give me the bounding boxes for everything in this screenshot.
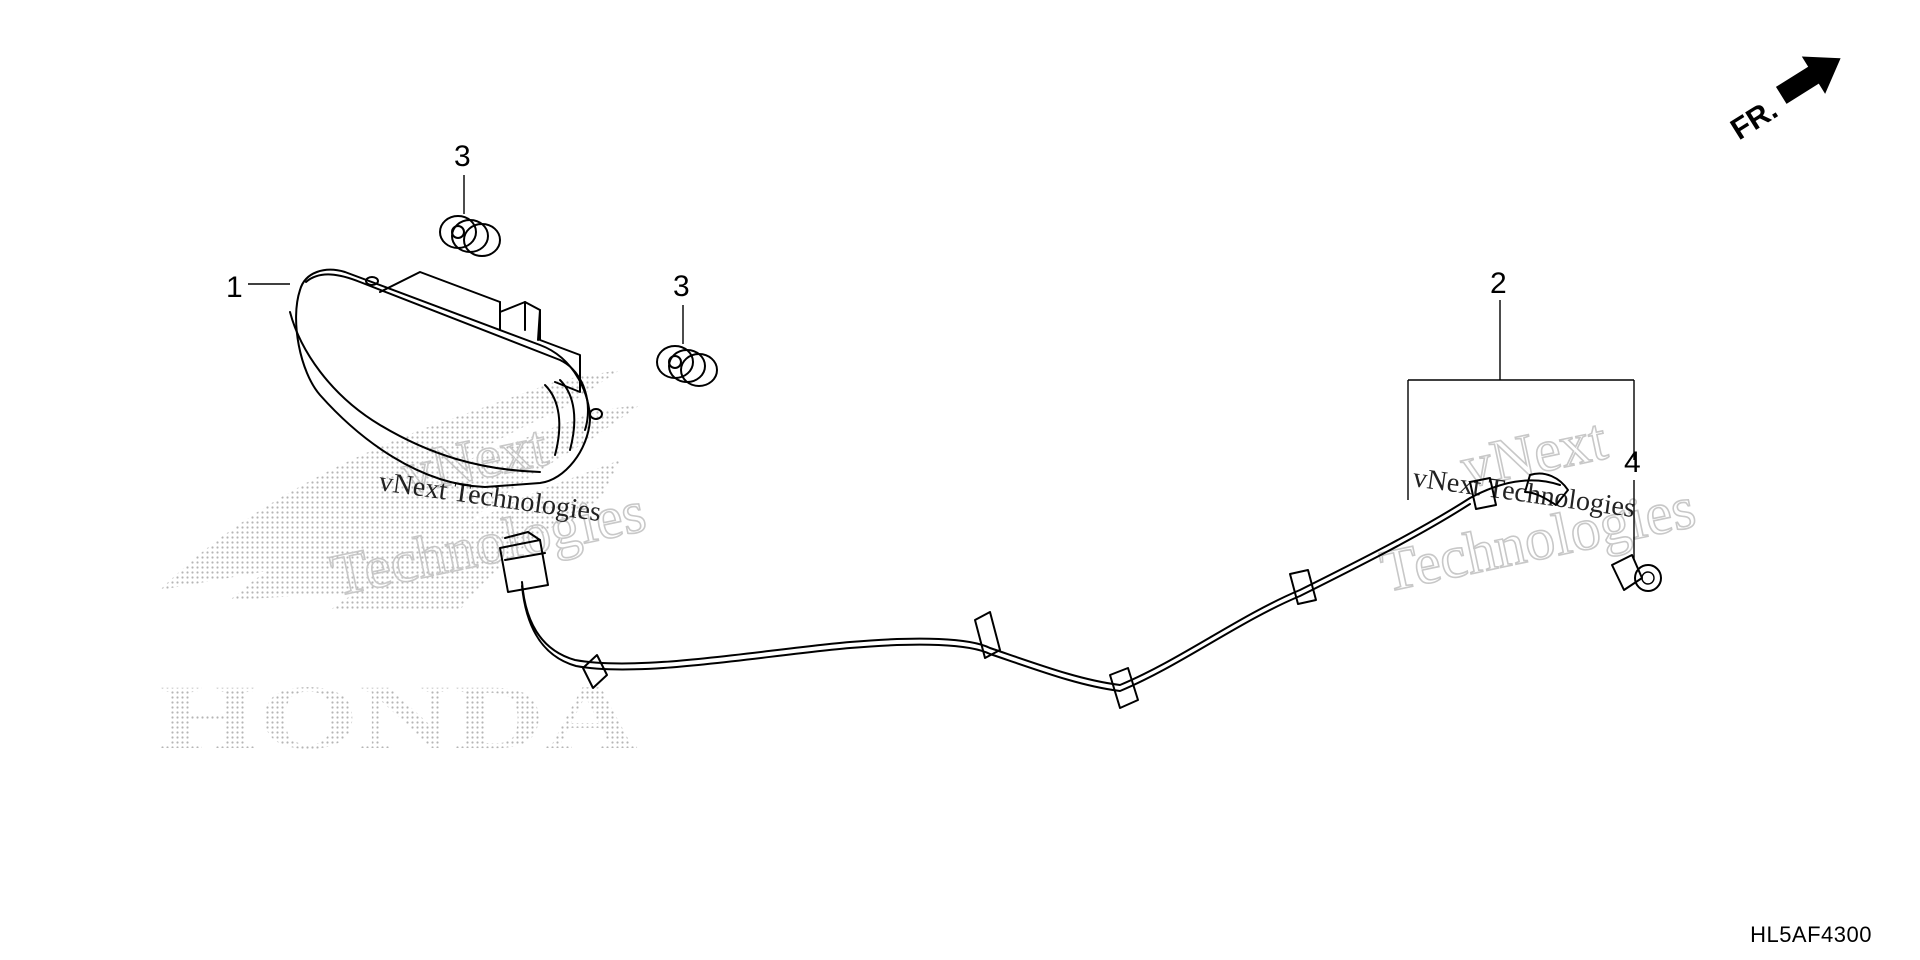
- wire-harness: [499, 472, 1569, 709]
- callout-3-upper: 3: [454, 140, 471, 173]
- grommet-upper: [439, 175, 501, 257]
- callout-3-lower: 3: [673, 270, 690, 303]
- leader-lines: [248, 283, 1635, 500]
- honda-logo-text: HONDA: [158, 666, 638, 768]
- grommet-lower: [656, 305, 718, 387]
- front-label: FR.: [1725, 93, 1783, 147]
- callout-1: 1: [226, 271, 243, 304]
- drawing-code: HL5AF4300: [1750, 922, 1872, 947]
- honda-wing-watermark: HONDA: [158, 370, 640, 768]
- front-arrow-icon: [1775, 56, 1841, 104]
- callout-2: 2: [1490, 267, 1507, 300]
- bulb-socket: [1611, 480, 1662, 592]
- front-indicator: FR.: [1725, 56, 1841, 147]
- callout-4: 4: [1624, 446, 1641, 479]
- lamp-assembly: [289, 268, 603, 488]
